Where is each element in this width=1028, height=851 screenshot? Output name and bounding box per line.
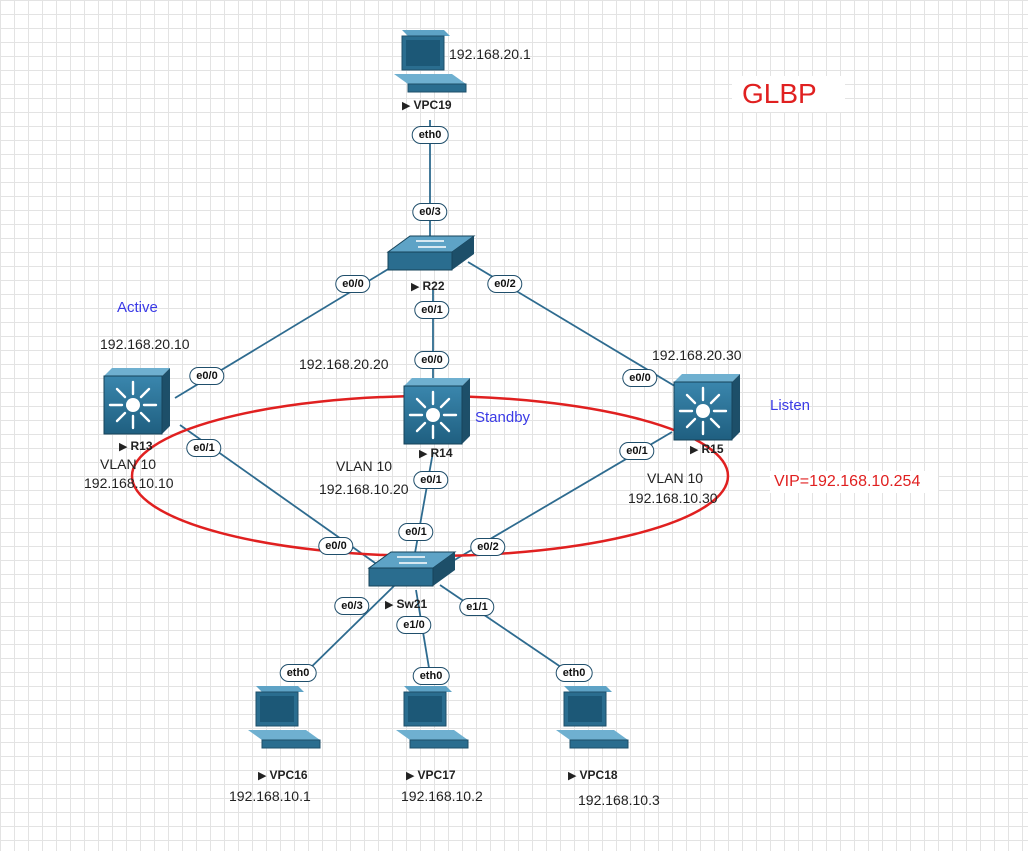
r22-name: R22 (411, 279, 445, 293)
r14-ip-top: 192.168.20.20 (299, 356, 389, 372)
r15-router-icon[interactable] (672, 372, 742, 442)
vpc18-name: VPC18 (568, 768, 618, 782)
r14-role: Standby (475, 409, 531, 426)
vpc19-name: VPC19 (402, 98, 452, 112)
vpc16-ip: 192.168.10.1 (229, 788, 311, 804)
sw21-switch-icon[interactable] (368, 551, 456, 587)
diagram-title: GLBP (732, 76, 845, 112)
vip-label: VIP=192.168.10.254 (770, 471, 939, 493)
port-sw21-e03: e0/3 (334, 597, 370, 615)
port-r13-e00: e0/0 (189, 367, 225, 385)
r14-ip-bottom: 192.168.10.20 (319, 481, 409, 497)
r15-name: R15 (690, 442, 724, 456)
port-r22-e03: e0/3 (412, 203, 448, 221)
r14-router-icon[interactable] (402, 376, 472, 446)
r13-ip-top: 192.168.20.10 (100, 336, 190, 352)
port-r22-e00: e0/0 (335, 275, 371, 293)
r14-vlan: VLAN 10 (336, 458, 393, 474)
port-r15-e01: e0/1 (619, 442, 655, 460)
port-sw21-e01: e0/1 (398, 523, 434, 541)
r13-router-icon[interactable] (102, 366, 172, 436)
port-r13-e01: e0/1 (186, 439, 222, 457)
port-r22-e02: e0/2 (487, 275, 523, 293)
port-sw21-e10: e1/0 (396, 616, 432, 634)
vpc17-pc-icon[interactable] (395, 685, 469, 749)
vpc17-name: VPC17 (406, 768, 456, 782)
r13-vlan: VLAN 10 (100, 456, 157, 472)
vpc16-pc-icon[interactable] (247, 685, 321, 749)
r15-ip-bottom: 192.168.10.30 (628, 490, 718, 506)
port-sw21-e02: e0/2 (470, 538, 506, 556)
vpc16-name: VPC16 (258, 768, 308, 782)
vpc17-ip: 192.168.10.2 (401, 788, 483, 804)
port-sw21-e11: e1/1 (459, 598, 495, 616)
link-sw21-vpc16 (297, 584, 396, 681)
r15-role: Listen (770, 397, 811, 414)
r15-ip-top: 192.168.20.30 (652, 347, 742, 363)
port-vpc18-eth0: eth0 (555, 664, 593, 682)
r13-ip-bottom: 192.168.10.10 (84, 475, 174, 491)
vpc19-ip: 192.168.20.1 (449, 46, 531, 62)
r15-vlan: VLAN 10 (647, 470, 704, 486)
vpc18-pc-icon[interactable] (555, 685, 629, 749)
r13-name: R13 (119, 439, 153, 453)
r22-switch-icon[interactable] (387, 235, 475, 271)
port-vpc16-eth0: eth0 (279, 664, 317, 682)
sw21-name: Sw21 (385, 597, 428, 611)
r13-role: Active (117, 299, 158, 316)
port-r14-e00: e0/0 (414, 351, 450, 369)
port-sw21-e00: e0/0 (318, 537, 354, 555)
port-r14-e01: e0/1 (413, 471, 449, 489)
port-vpc19-eth0: eth0 (411, 126, 449, 144)
port-r22-e01: e0/1 (414, 301, 450, 319)
r14-name: R14 (419, 446, 453, 460)
vpc18-ip: 192.168.10.3 (578, 792, 660, 808)
port-vpc17-eth0: eth0 (412, 667, 450, 685)
port-r15-e00: e0/0 (622, 369, 658, 387)
